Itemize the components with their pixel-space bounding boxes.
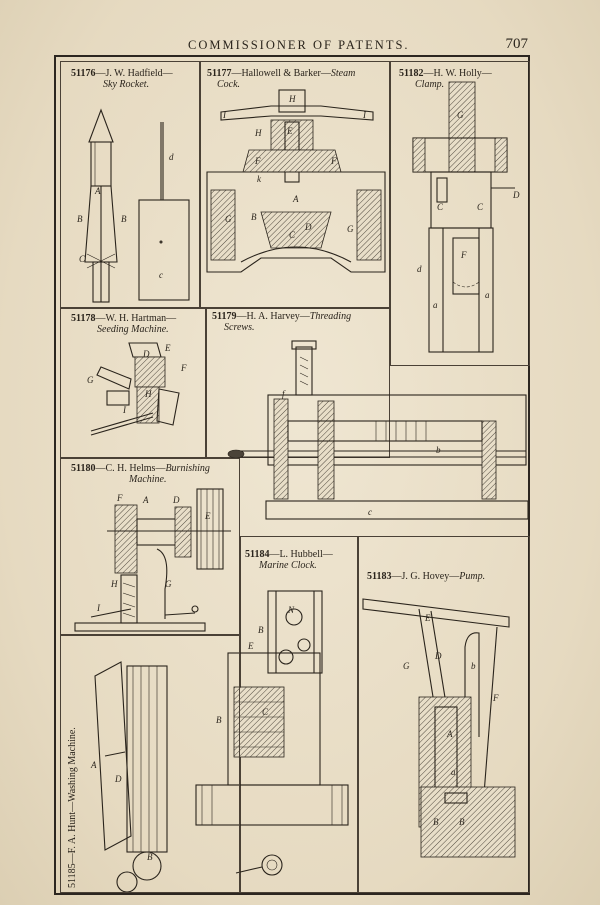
- svg-text:F: F: [180, 363, 187, 373]
- page-number: 707: [505, 36, 529, 52]
- svg-text:F: F: [492, 693, 499, 703]
- clamp-illustration: G C C D F d a a: [412, 81, 520, 353]
- svg-text:B: B: [121, 214, 127, 224]
- svg-text:a: a: [451, 767, 456, 777]
- svg-text:C: C: [262, 707, 269, 717]
- svg-text:B: B: [433, 817, 439, 827]
- svg-text:H: H: [254, 128, 262, 138]
- svg-text:D: D: [114, 774, 122, 784]
- header-title: COMMISSIONER OF PATENTS.: [188, 38, 410, 52]
- caption-51183: 51183—J. G. Hovey—Pump.: [367, 571, 486, 582]
- plate-frame: 51176—J. W. Hadfield— Sky Rocket. d A B: [54, 55, 530, 895]
- figure-51177-steam-cock: 51177—Hallowell & Barker—Steam Cock. I I …: [200, 61, 390, 308]
- figure-51178-seeding-machine: 51178—W. H. Hartman— Seeding Machine. D E…: [60, 308, 206, 458]
- svg-text:a: a: [485, 290, 490, 300]
- svg-text:C: C: [437, 202, 444, 212]
- svg-text:A: A: [94, 186, 101, 196]
- svg-text:B: B: [459, 817, 465, 827]
- svg-text:k: k: [257, 174, 262, 184]
- svg-text:G: G: [225, 214, 232, 224]
- svg-text:A: A: [90, 760, 97, 770]
- burnishing-machine-illustration: F A D E H G I: [74, 488, 231, 632]
- svg-text:A: A: [446, 729, 453, 739]
- svg-text:B: B: [216, 715, 222, 725]
- svg-text:I: I: [122, 405, 127, 415]
- svg-text:B: B: [147, 852, 153, 862]
- svg-text:F: F: [116, 493, 123, 503]
- threading-screws-illustration: f b c: [227, 340, 529, 520]
- svg-text:B: B: [258, 625, 264, 635]
- svg-text:f: f: [282, 389, 286, 399]
- svg-text:F: F: [460, 250, 467, 260]
- sky-rocket-illustration: d A B B C c: [77, 108, 190, 303]
- svg-text:A: A: [292, 194, 299, 204]
- svg-text:E: E: [424, 613, 431, 623]
- svg-text:C: C: [477, 202, 484, 212]
- figure-51180-burnishing-machine: 51180—C. H. Helms—Burnishing Machine.: [60, 458, 240, 635]
- svg-text:F: F: [330, 156, 337, 166]
- svg-text:A: A: [142, 495, 149, 505]
- svg-text:D: D: [434, 651, 442, 661]
- figure-51176-sky-rocket: 51176—J. W. Hadfield— Sky Rocket. d A B: [60, 61, 200, 308]
- svg-text:E: E: [286, 126, 293, 136]
- svg-text:E: E: [164, 343, 171, 353]
- svg-text:B: B: [77, 214, 83, 224]
- svg-text:E: E: [247, 641, 254, 651]
- caption-51180: 51180—C. H. Helms—Burnishing Machine.: [71, 463, 210, 485]
- svg-text:D: D: [512, 190, 520, 200]
- running-header: COMMISSIONER OF PATENTS. 707: [188, 36, 528, 54]
- svg-text:a: a: [433, 300, 438, 310]
- svg-text:G: G: [87, 375, 94, 385]
- svg-text:F: F: [254, 156, 261, 166]
- svg-text:I: I: [96, 603, 101, 613]
- svg-text:d: d: [169, 152, 174, 162]
- svg-text:b: b: [436, 445, 441, 455]
- svg-text:H: H: [110, 579, 118, 589]
- svg-text:G: G: [457, 110, 464, 120]
- svg-text:C: C: [79, 254, 86, 264]
- svg-text:b: b: [471, 661, 476, 671]
- svg-text:H: H: [288, 94, 296, 104]
- caption-51182: 51182—H. W. Holly— Clamp.: [399, 68, 492, 90]
- caption-51177: 51177—Hallowell & Barker—Steam Cock.: [207, 68, 356, 90]
- svg-text:G: G: [347, 224, 354, 234]
- svg-text:D: D: [172, 495, 180, 505]
- svg-text:H: H: [144, 389, 152, 399]
- svg-text:E: E: [204, 511, 211, 521]
- svg-text:c: c: [159, 270, 163, 280]
- svg-text:G: G: [165, 579, 172, 589]
- steam-cock-illustration: I I H H E F F k A B D G G C: [206, 89, 386, 273]
- figure-51182-clamp: 51182—H. W. Holly— Clamp. G C C D F: [390, 61, 530, 366]
- washing-machine-illustration: A D B: [90, 661, 168, 892]
- caption-51178: 51178—W. H. Hartman— Seeding Machine.: [71, 313, 177, 335]
- svg-text:B: B: [251, 212, 257, 222]
- caption-51184: 51184—L. Hubbell— Marine Clock.: [245, 549, 333, 571]
- svg-text:D: D: [304, 222, 312, 232]
- svg-text:N: N: [287, 605, 295, 615]
- caption-51179: 51179—H. A. Harvey—Threading Screws.: [212, 311, 352, 333]
- svg-text:C: C: [289, 230, 296, 240]
- caption-51176: 51176—J. W. Hadfield— Sky Rocket.: [71, 68, 173, 90]
- svg-text:c: c: [368, 507, 372, 517]
- svg-text:D: D: [142, 349, 150, 359]
- svg-text:d: d: [417, 264, 422, 274]
- seeding-machine-illustration: D E G F H I: [87, 342, 187, 436]
- marine-clock-illustration: NB EBC: [195, 590, 349, 876]
- svg-text:I: I: [362, 110, 367, 120]
- svg-text:G: G: [403, 661, 410, 671]
- svg-text:I: I: [222, 110, 227, 120]
